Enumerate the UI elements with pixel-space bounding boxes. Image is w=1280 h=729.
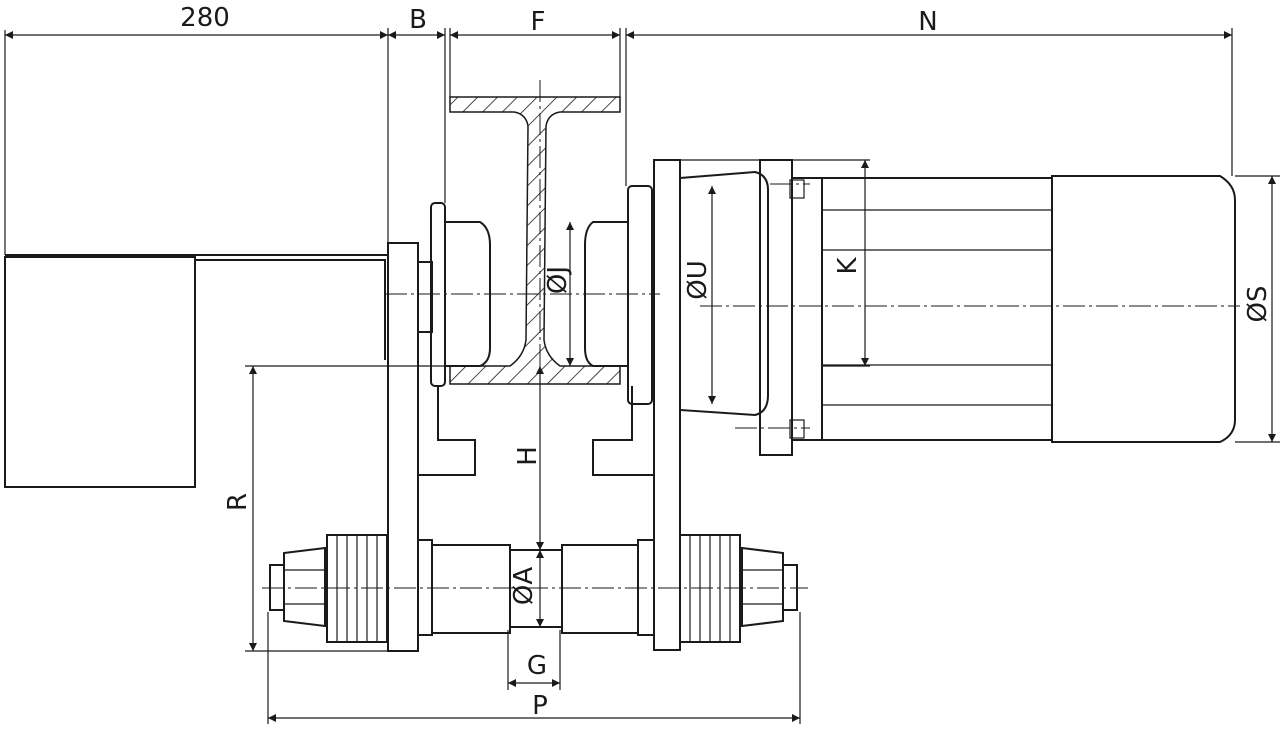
- dim-label-g: G: [527, 651, 547, 681]
- dim-label-k: K: [833, 257, 863, 275]
- dim-label-h: H: [513, 446, 543, 466]
- counterweight-box: [4, 30, 388, 488]
- dim-label-a: ØA: [509, 567, 539, 605]
- dim-label-280: 280: [180, 3, 230, 33]
- bottom-axle: [269, 534, 798, 643]
- i-beam: [449, 96, 621, 385]
- gearbox: [679, 159, 823, 456]
- dim-label-n: N: [918, 7, 937, 37]
- dim-label-p: P: [532, 691, 548, 721]
- motor: [821, 175, 1236, 443]
- dimension-lines: [5, 28, 1280, 724]
- dim-label-s: ØS: [1243, 286, 1273, 323]
- dim-label-f: F: [531, 7, 546, 37]
- dim-label-b: B: [409, 5, 427, 35]
- dim-label-r: R: [223, 493, 253, 511]
- dim-label-j: ØJ: [543, 266, 573, 294]
- dim-label-u: ØU: [683, 260, 713, 300]
- left-side-plate: [387, 202, 491, 652]
- right-side-plate: [584, 159, 681, 651]
- center-lines: [262, 80, 1240, 589]
